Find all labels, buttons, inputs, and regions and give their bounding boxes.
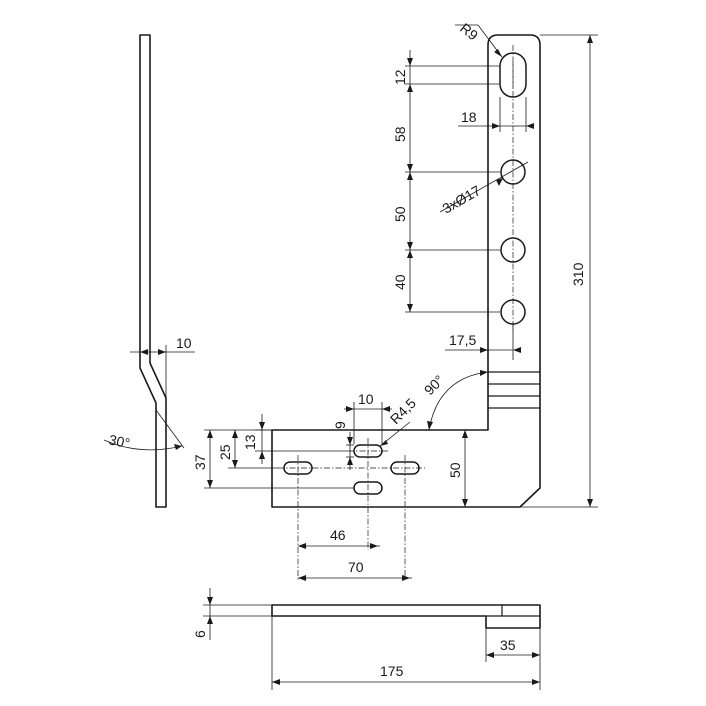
dim-50-foot: 50: [447, 462, 463, 478]
dim-46: 46: [330, 527, 346, 543]
dim-18: 18: [461, 109, 477, 125]
dim-37: 37: [192, 454, 208, 470]
dim-r9: R9: [457, 20, 481, 44]
angle-90: 90°: [421, 372, 447, 398]
dim-35: 35: [500, 637, 516, 653]
l-plate-outline: [271, 34, 541, 508]
dim-310: 310: [570, 262, 586, 286]
dim-9: 9: [332, 421, 348, 429]
bottom-view: 6 35 175: [192, 588, 541, 690]
dim-10-side: 10: [176, 335, 192, 351]
front-dimensions: R9 12 58 50 40 18 3xØ17: [192, 20, 598, 581]
side-view-profile: [139, 34, 167, 508]
dim-r4-5: R4,5: [387, 395, 419, 427]
dim-10-top: 10: [358, 391, 374, 407]
dim-50-vertical: 50: [392, 206, 408, 222]
dim-3x-d17: 3xØ17: [440, 182, 484, 217]
dim-12: 12: [392, 69, 408, 85]
front-view: [271, 34, 541, 580]
hole-1: [500, 159, 526, 185]
dim-17-5: 17,5: [449, 332, 476, 348]
dim-175: 175: [380, 663, 404, 679]
dim-40: 40: [392, 274, 408, 290]
dim-58: 58: [392, 126, 408, 142]
dim-25: 25: [217, 444, 233, 460]
angle-30: 30°: [107, 431, 131, 451]
side-view: 10 30°: [103, 34, 195, 508]
dim-6: 6: [192, 630, 208, 638]
hole-2: [500, 237, 526, 263]
dim-13: 13: [242, 434, 258, 450]
dim-70: 70: [348, 559, 364, 575]
slot-top: [499, 52, 527, 98]
